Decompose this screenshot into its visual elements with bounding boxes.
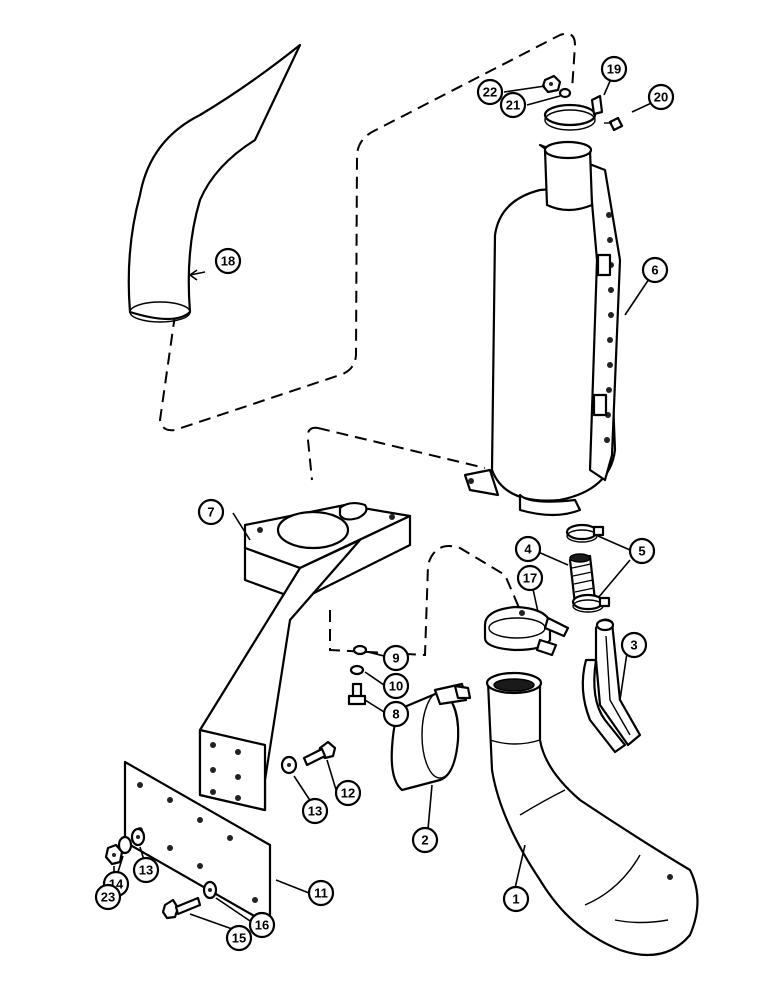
svg-text:7: 7 (207, 505, 214, 520)
clamp-19 (543, 94, 604, 131)
callout-4: 4 (514, 535, 542, 563)
svg-text:18: 18 (221, 254, 235, 269)
bolt-12 (302, 740, 337, 767)
callout-17: 17 (516, 564, 544, 592)
svg-text:4: 4 (524, 542, 532, 557)
nut-9 (352, 644, 368, 656)
callout-19: 19 (600, 55, 628, 83)
svg-text:21: 21 (506, 98, 520, 113)
bracket-7 (198, 501, 412, 812)
callout-23: 23 (94, 883, 122, 911)
hose-clamp-5-upper (565, 523, 605, 543)
bolt-20 (604, 116, 624, 132)
hose-clamp-5-lower (571, 593, 611, 613)
svg-text:12: 12 (341, 786, 355, 801)
svg-text:16: 16 (255, 918, 269, 933)
callout-21: 21 (499, 91, 527, 119)
callout-13-upper: 13 (301, 797, 329, 825)
svg-text:10: 10 (389, 679, 403, 694)
svg-text:15: 15 (232, 931, 246, 946)
washer-13-upper (280, 755, 298, 775)
callout-11: 11 (307, 879, 335, 907)
svg-text:11: 11 (314, 886, 328, 901)
svg-text:3: 3 (630, 638, 637, 653)
tail-pipe-18 (127, 43, 302, 323)
callout-6: 6 (641, 256, 669, 284)
callout-2: 2 (411, 826, 439, 854)
bolt-8 (347, 682, 367, 706)
callout-3: 3 (620, 631, 648, 659)
callout-13-lower: 13 (132, 856, 160, 884)
callout-15: 15 (225, 924, 253, 952)
clamp-17 (483, 605, 570, 657)
svg-text:13: 13 (139, 863, 153, 878)
nut-22 (541, 74, 562, 94)
svg-text:6: 6 (651, 263, 658, 278)
washer-16 (202, 880, 218, 900)
callout-8: 8 (382, 700, 410, 728)
callout-20: 20 (647, 83, 675, 111)
svg-text:2: 2 (421, 833, 428, 848)
svg-text:19: 19 (607, 62, 621, 77)
lockwasher-10 (349, 664, 365, 676)
svg-text:13: 13 (308, 804, 322, 819)
lockwasher-14 (117, 835, 133, 855)
svg-text:17: 17 (523, 571, 537, 586)
callouts: 1 2 3 4 5 6 7 8 9 10 11 12 13 13 14 15 1… (94, 55, 675, 952)
hose-4 (568, 553, 597, 606)
assembly-dashed-lines (158, 32, 577, 657)
rod-3 (581, 618, 642, 754)
clamp-sleeve-2 (390, 682, 472, 792)
muffler-6 (463, 140, 622, 517)
callout-12: 12 (334, 779, 362, 807)
svg-text:9: 9 (392, 651, 399, 666)
callout-18: 18 (214, 247, 242, 275)
lockwasher-21 (558, 87, 572, 99)
callout-22: 22 (476, 78, 504, 106)
nut-23 (104, 843, 124, 866)
bolt-15 (161, 896, 202, 920)
svg-text:20: 20 (654, 90, 668, 105)
callout-1: 1 (502, 885, 530, 913)
callout-7: 7 (197, 498, 225, 526)
washer-13-lower (130, 827, 146, 847)
svg-text:5: 5 (638, 544, 645, 559)
callout-10: 10 (382, 672, 410, 700)
svg-text:8: 8 (392, 707, 399, 722)
callout-5: 5 (628, 537, 656, 565)
svg-text:22: 22 (483, 85, 497, 100)
svg-text:1: 1 (512, 892, 519, 907)
svg-text:23: 23 (101, 890, 115, 905)
callout-16: 16 (248, 911, 276, 939)
exhaust-pipe-1 (485, 671, 699, 957)
callout-9: 9 (382, 644, 410, 672)
